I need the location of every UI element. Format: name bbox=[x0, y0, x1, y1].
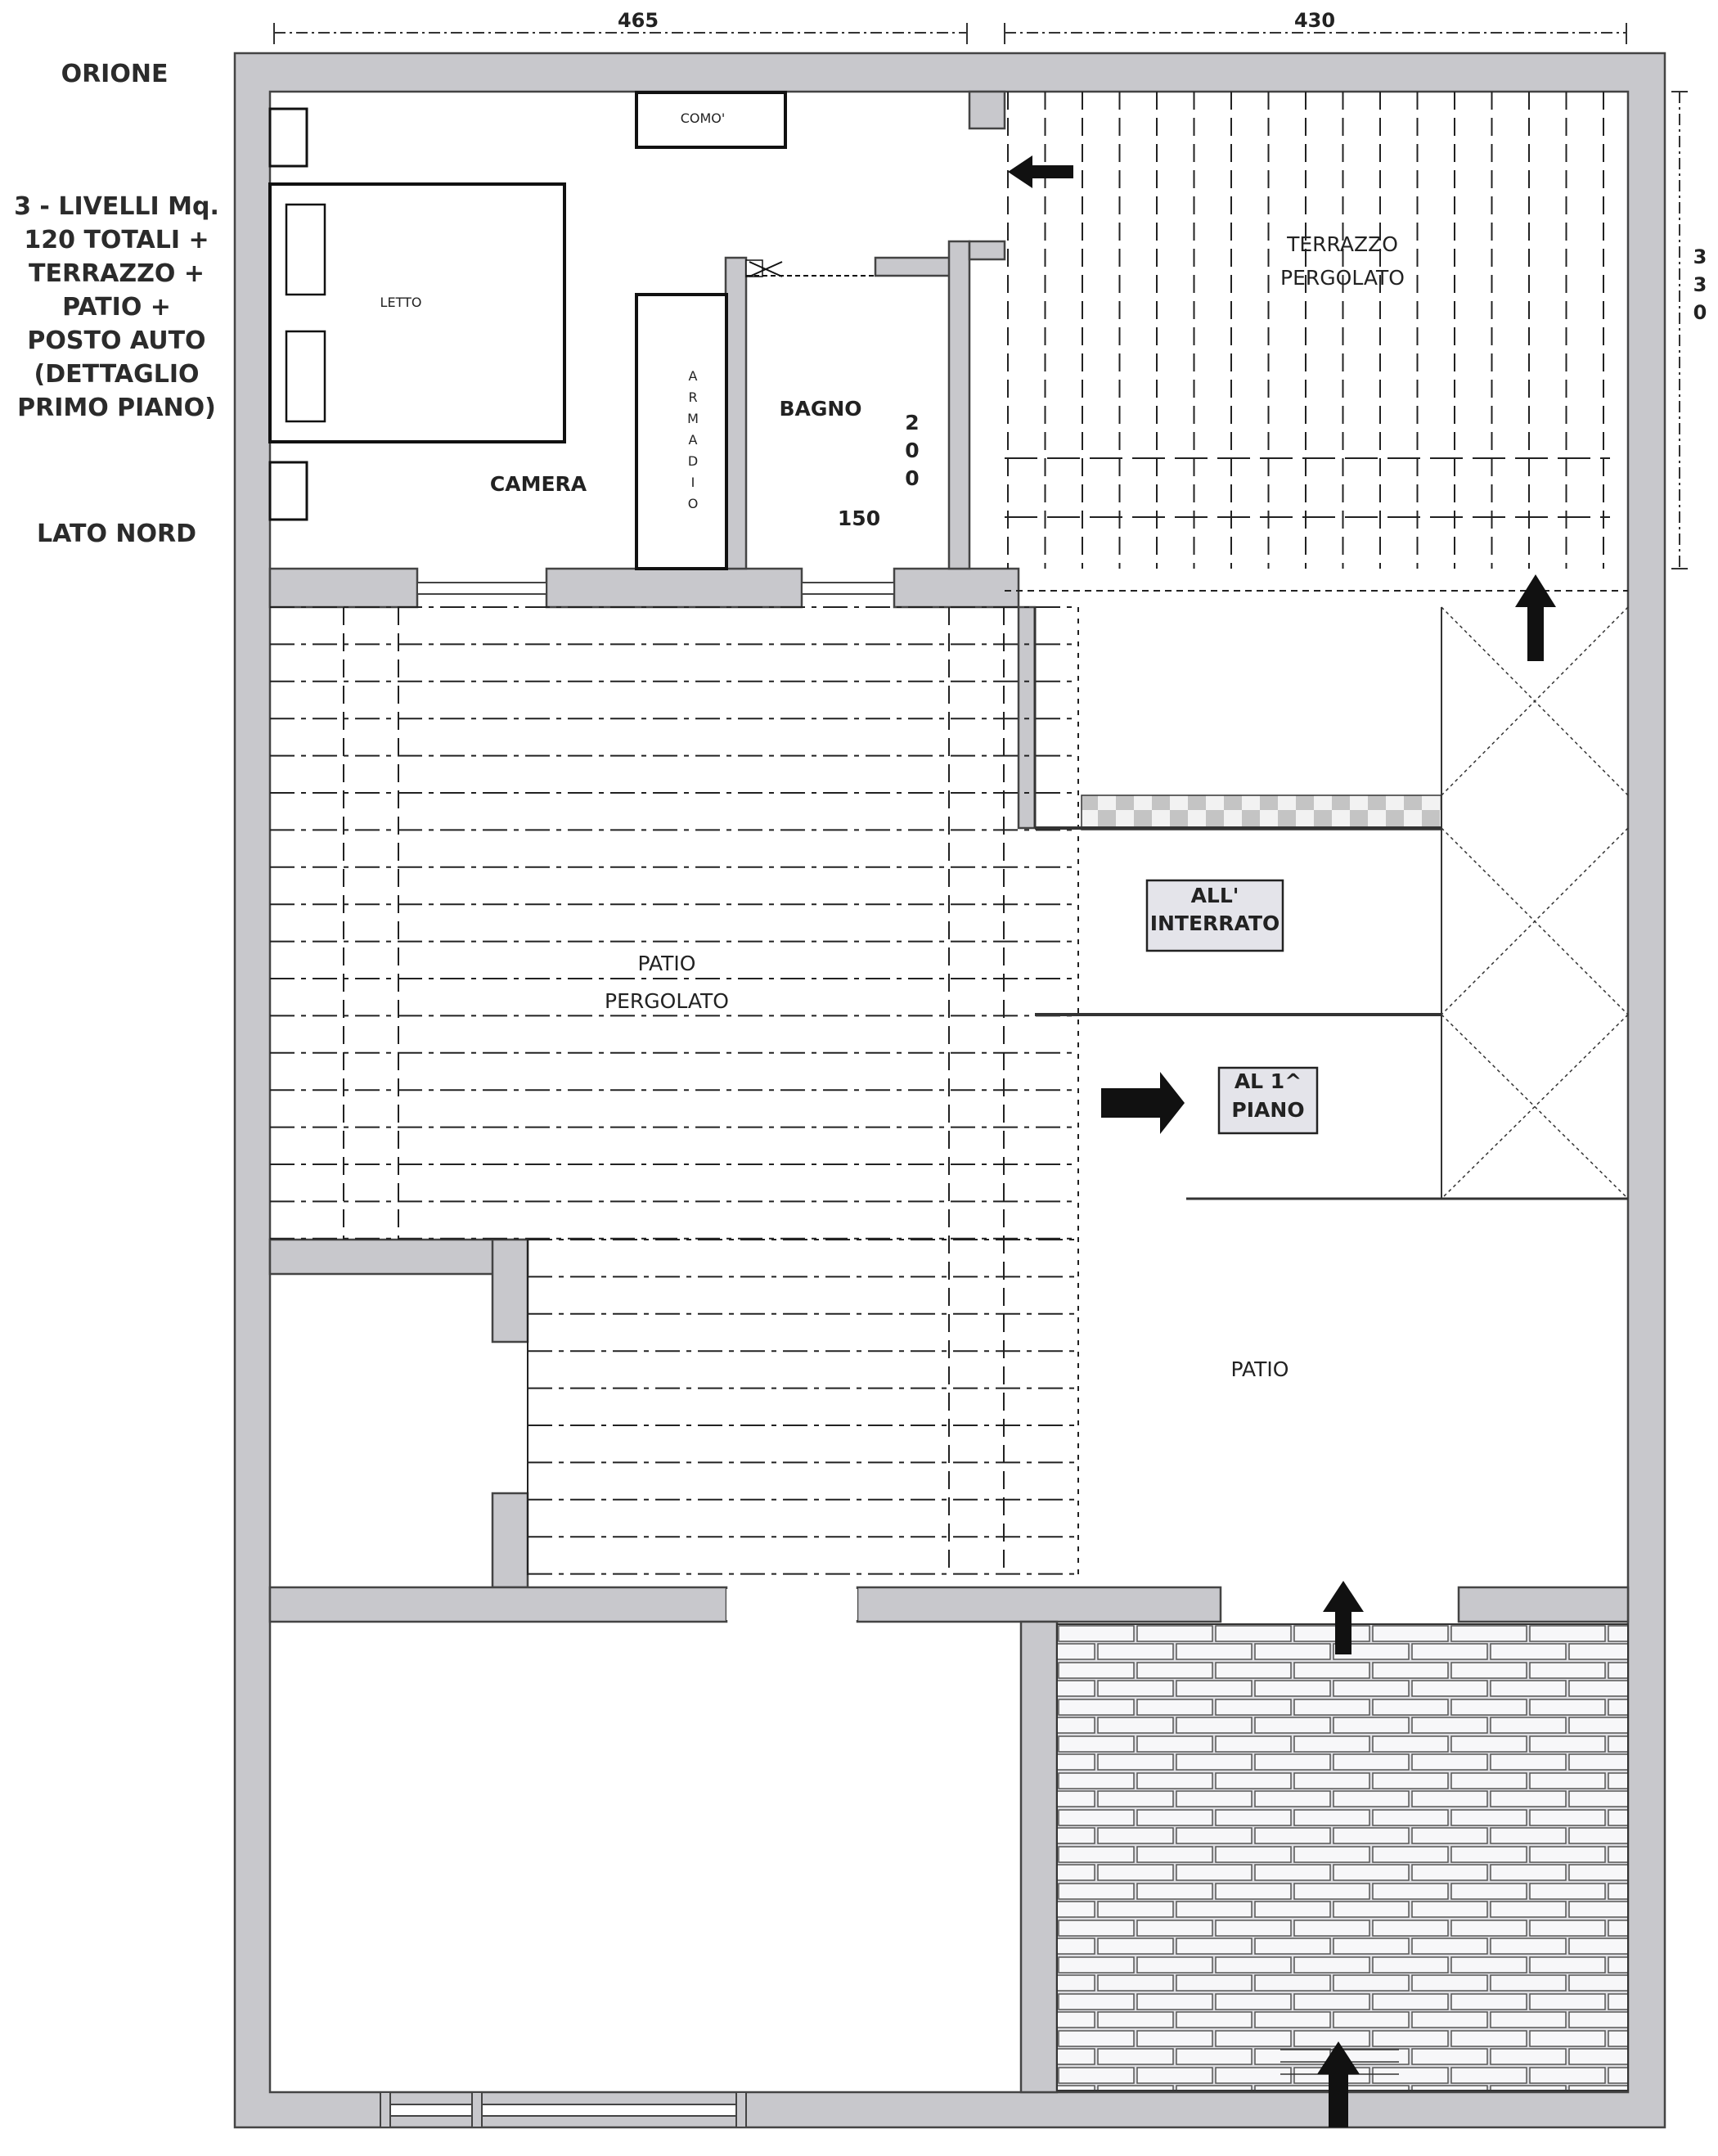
project-description: 3 - LIVELLI Mq. 120 TOTALI + TERRAZZO + … bbox=[14, 192, 219, 422]
dimension-lines bbox=[273, 23, 1688, 569]
svg-text:A: A bbox=[689, 368, 698, 384]
label-camera: CAMERA bbox=[490, 472, 587, 496]
label-patio-pergolato-1: PATIO bbox=[638, 952, 696, 975]
terrazzo-pergolato-hatch bbox=[1005, 92, 1628, 592]
arrow-left-terrace bbox=[1008, 155, 1073, 188]
label-bagno: BAGNO bbox=[779, 397, 861, 421]
openings bbox=[380, 582, 895, 2117]
label-patio: PATIO bbox=[1231, 1357, 1289, 1381]
label-terrazzo-2: PERGOLATO bbox=[1280, 266, 1405, 290]
arrow-up-entry bbox=[1317, 2041, 1360, 2127]
label-primo-piano-2: PIANO bbox=[1231, 1098, 1304, 1122]
bath-dim-h-2: 0 bbox=[905, 439, 919, 462]
label-interrato-2: INTERRATO bbox=[1150, 911, 1280, 935]
arrows bbox=[1008, 155, 1556, 2127]
stairs bbox=[1033, 606, 1629, 1200]
bedroom-furniture bbox=[268, 91, 787, 570]
label-interrato-1: ALL' bbox=[1191, 884, 1239, 907]
label-terrazzo-1: TERRAZZO bbox=[1286, 232, 1398, 256]
arrow-up-patio bbox=[1323, 1581, 1364, 1654]
primo-piano-label-box bbox=[1217, 1066, 1319, 1135]
patio-pergolato-hatch bbox=[270, 606, 1079, 1575]
label-armadio: A R M A D I O bbox=[687, 368, 699, 511]
bath-dim-h-3: 0 bbox=[905, 466, 919, 490]
label-patio-pergolato-2: PERGOLATO bbox=[605, 989, 729, 1013]
opening-jambs bbox=[380, 2091, 747, 2128]
bath-door-swing bbox=[746, 261, 875, 277]
bath-dim-w: 150 bbox=[838, 506, 880, 530]
arrow-right-stairs bbox=[1101, 1072, 1185, 1134]
svg-text:D: D bbox=[688, 453, 698, 469]
label-como: COMO' bbox=[681, 110, 726, 126]
label-primo-piano-1: AL 1^ bbox=[1235, 1069, 1302, 1093]
dimension-top-right: 430 bbox=[1294, 9, 1335, 32]
svg-text:M: M bbox=[687, 411, 699, 426]
bath-dim-h-1: 2 bbox=[905, 411, 919, 434]
dimension-top-left: 465 bbox=[618, 9, 659, 32]
label-boxes bbox=[1145, 879, 1319, 1135]
orientation-label: LATO NORD bbox=[36, 520, 197, 548]
project-name: ORIONE bbox=[61, 60, 169, 88]
svg-text:R: R bbox=[688, 389, 697, 405]
dimension-right-3: 0 bbox=[1693, 301, 1707, 324]
svg-text:I: I bbox=[691, 475, 695, 490]
interrato-label-box bbox=[1145, 879, 1284, 952]
svg-text:O: O bbox=[688, 496, 699, 511]
label-letto: LETTO bbox=[380, 295, 422, 310]
svg-text:A: A bbox=[689, 432, 698, 448]
dimension-right-2: 3 bbox=[1693, 273, 1707, 296]
dimension-right-1: 3 bbox=[1693, 245, 1707, 268]
brick-paving bbox=[1056, 1623, 1629, 2091]
arrow-up-terrace bbox=[1515, 574, 1556, 661]
